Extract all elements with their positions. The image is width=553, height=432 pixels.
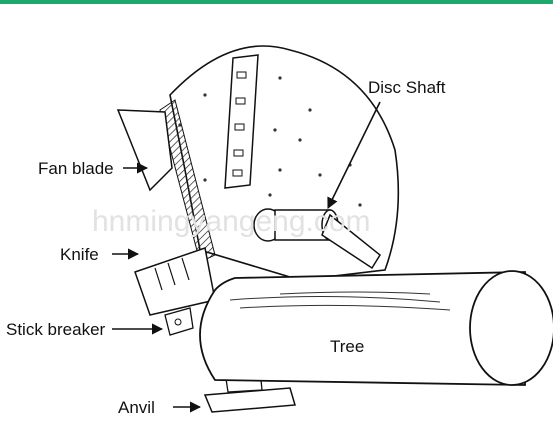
disc-bolt-holes: [178, 76, 362, 207]
tree-log: [199, 270, 553, 386]
stick-breaker-part: [164, 307, 194, 336]
disc-slot-plate: [224, 54, 259, 189]
fan-blade: [116, 109, 173, 192]
knife-block: [134, 247, 216, 316]
disc-edge-hatch: [159, 99, 216, 263]
disc-shaft-arrow: [327, 101, 381, 210]
tree-label: Tree: [330, 337, 364, 356]
anvil-label: Anvil: [118, 398, 155, 417]
stick-breaker-label: Stick breaker: [6, 320, 106, 339]
knife-label: Knife: [60, 245, 99, 264]
disc-shaft: [253, 208, 381, 270]
watermark-text: hnmingyangeng.com: [92, 205, 371, 238]
chipper-disc: [169, 45, 400, 281]
top-accent-bar: [0, 0, 553, 4]
fan-blade-label: Fan blade: [38, 159, 114, 178]
disc-shaft-label: Disc Shaft: [368, 78, 446, 97]
